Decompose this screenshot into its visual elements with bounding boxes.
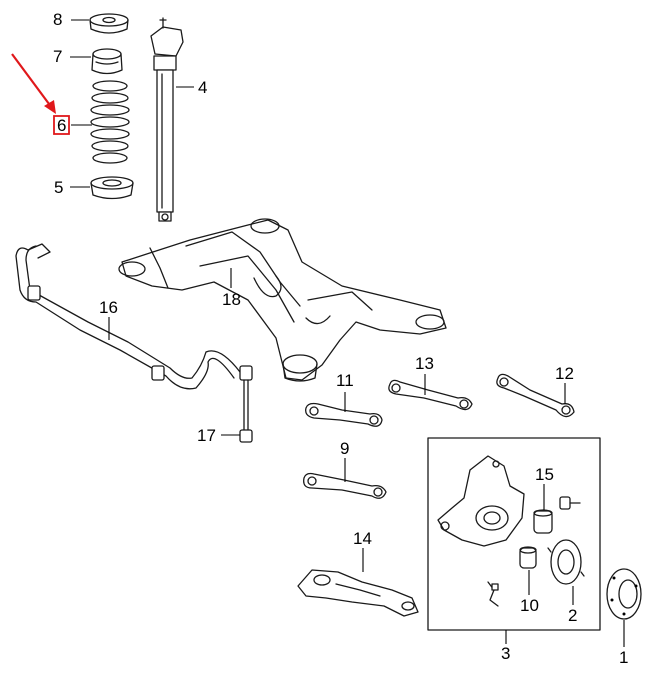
label-3[interactable]: 3 (501, 644, 511, 663)
label-2[interactable]: 2 (568, 606, 578, 625)
highlight-arrow-shaft (11, 53, 53, 109)
part-13-upper-arm[interactable] (388, 379, 473, 411)
label-8[interactable]: 8 (53, 10, 63, 29)
highlight-box (53, 115, 70, 135)
part-18-rear-subframe[interactable] (118, 218, 447, 382)
label-6[interactable]: 6 (57, 116, 67, 135)
part-9-toe-link[interactable] (303, 472, 387, 499)
part-7-upper-insulator[interactable] (91, 48, 123, 75)
part-2-wheel-bearing[interactable] (547, 539, 585, 585)
part-11-control-arm[interactable] (305, 402, 383, 427)
rear-knuckle[interactable] (437, 455, 525, 547)
label-16[interactable]: 16 (99, 298, 118, 317)
highlight-arrow (11, 53, 70, 135)
part-6-coil-spring[interactable] (90, 80, 130, 164)
label-7[interactable]: 7 (53, 47, 63, 66)
label-5[interactable]: 5 (54, 178, 64, 197)
label-15[interactable]: 15 (535, 465, 554, 484)
abs-sensor-clip[interactable] (487, 581, 499, 607)
label-9[interactable]: 9 (340, 439, 350, 458)
label-12[interactable]: 12 (555, 364, 574, 383)
label-17[interactable]: 17 (197, 426, 216, 445)
leader-lines (70, 19, 625, 647)
part-3-knuckle-assembly-box[interactable] (427, 437, 601, 631)
part-8-spring-top-mount[interactable] (89, 13, 129, 34)
part-15-bushing[interactable] (533, 509, 553, 534)
highlight-arrow-head (44, 100, 56, 114)
label-14[interactable]: 14 (353, 529, 372, 548)
label-10[interactable]: 10 (520, 596, 539, 615)
part-10-bushing[interactable] (519, 546, 537, 569)
part-5-lower-insulator[interactable] (90, 176, 134, 200)
label-4[interactable]: 4 (198, 78, 208, 97)
part-4-shock-absorber[interactable] (150, 17, 184, 222)
part-14-lower-control-arm[interactable] (297, 569, 419, 617)
label-13[interactable]: 13 (415, 354, 434, 373)
label-11[interactable]: 11 (336, 371, 354, 390)
label-18[interactable]: 18 (222, 290, 241, 309)
part-17-stabilizer-link[interactable] (239, 365, 253, 443)
label-1[interactable]: 1 (619, 648, 629, 667)
part-1-wheel-hub[interactable] (606, 568, 642, 620)
part-12-trailing-arm[interactable] (496, 373, 575, 418)
part-16-stabilizer-bar[interactable] (15, 243, 241, 390)
knuckle-bolt[interactable] (559, 496, 581, 510)
